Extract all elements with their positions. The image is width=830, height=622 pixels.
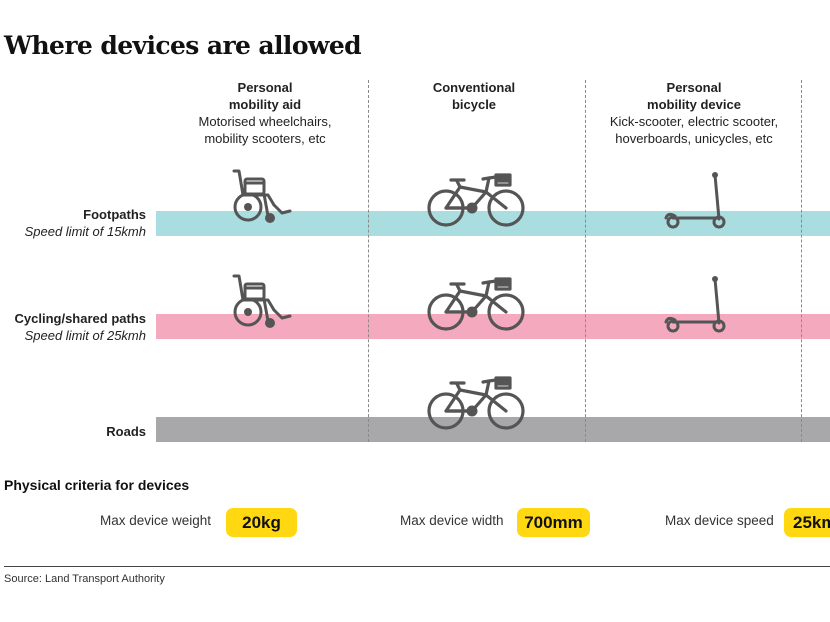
- criteria-label-weight: Max device weight: [100, 513, 212, 528]
- column-description: Kick-scooter, electric scooter,: [609, 114, 779, 129]
- criteria-value-weight: 20kg: [226, 508, 297, 537]
- bicycle-icon: [426, 276, 526, 332]
- wheelchair-icon: [230, 167, 300, 227]
- column-title: Conventional: [432, 80, 516, 95]
- wheelchair-icon: [230, 272, 300, 332]
- column-title: mobility aid: [228, 97, 302, 112]
- row-label-cycling-paths: Cycling/shared paths Speed limit of 25km…: [15, 310, 146, 344]
- row-title: Footpaths: [83, 207, 146, 222]
- column-header-mobility-aid: Personal mobility aid Motorised wheelcha…: [175, 79, 355, 147]
- column-divider: [801, 80, 802, 442]
- row-label-roads: Roads: [106, 423, 146, 440]
- criteria-value-speed: 25kmh: [784, 508, 830, 537]
- criteria-label-width: Max device width: [400, 513, 504, 528]
- kick-scooter-icon: [664, 275, 734, 335]
- column-divider: [368, 80, 369, 442]
- column-description: hoverboards, unicycles, etc: [615, 131, 773, 146]
- column-header-bicycle: Conventional bicycle: [384, 79, 564, 113]
- row-speed-limit: Speed limit of 25kmh: [24, 328, 146, 343]
- column-header-mobility-device: Personal mobility device Kick-scooter, e…: [594, 79, 794, 147]
- column-description: mobility scooters, etc: [204, 131, 326, 146]
- bicycle-icon: [426, 172, 526, 228]
- footer-divider: [4, 566, 830, 567]
- row-title: Roads: [106, 424, 146, 439]
- row-speed-limit: Speed limit of 15kmh: [24, 224, 146, 239]
- criteria-label-speed: Max device speed: [665, 513, 774, 528]
- source-note: Source: Land Transport Authority: [4, 573, 165, 585]
- column-divider: [585, 80, 586, 442]
- page-title: Where devices are allowed: [4, 31, 362, 60]
- column-title: Personal: [666, 80, 722, 95]
- criteria-title: Physical criteria for devices: [4, 477, 190, 493]
- row-title: Cycling/shared paths: [14, 311, 146, 326]
- column-title: mobility device: [647, 97, 741, 112]
- bicycle-icon: [426, 375, 526, 431]
- column-title: Personal: [237, 80, 293, 95]
- row-label-footpaths: Footpaths Speed limit of 15kmh: [25, 206, 146, 240]
- column-title: bicycle: [451, 97, 497, 112]
- criteria-value-width: 700mm: [517, 508, 590, 537]
- kick-scooter-icon: [664, 171, 734, 231]
- column-description: Motorised wheelchairs,: [198, 114, 332, 129]
